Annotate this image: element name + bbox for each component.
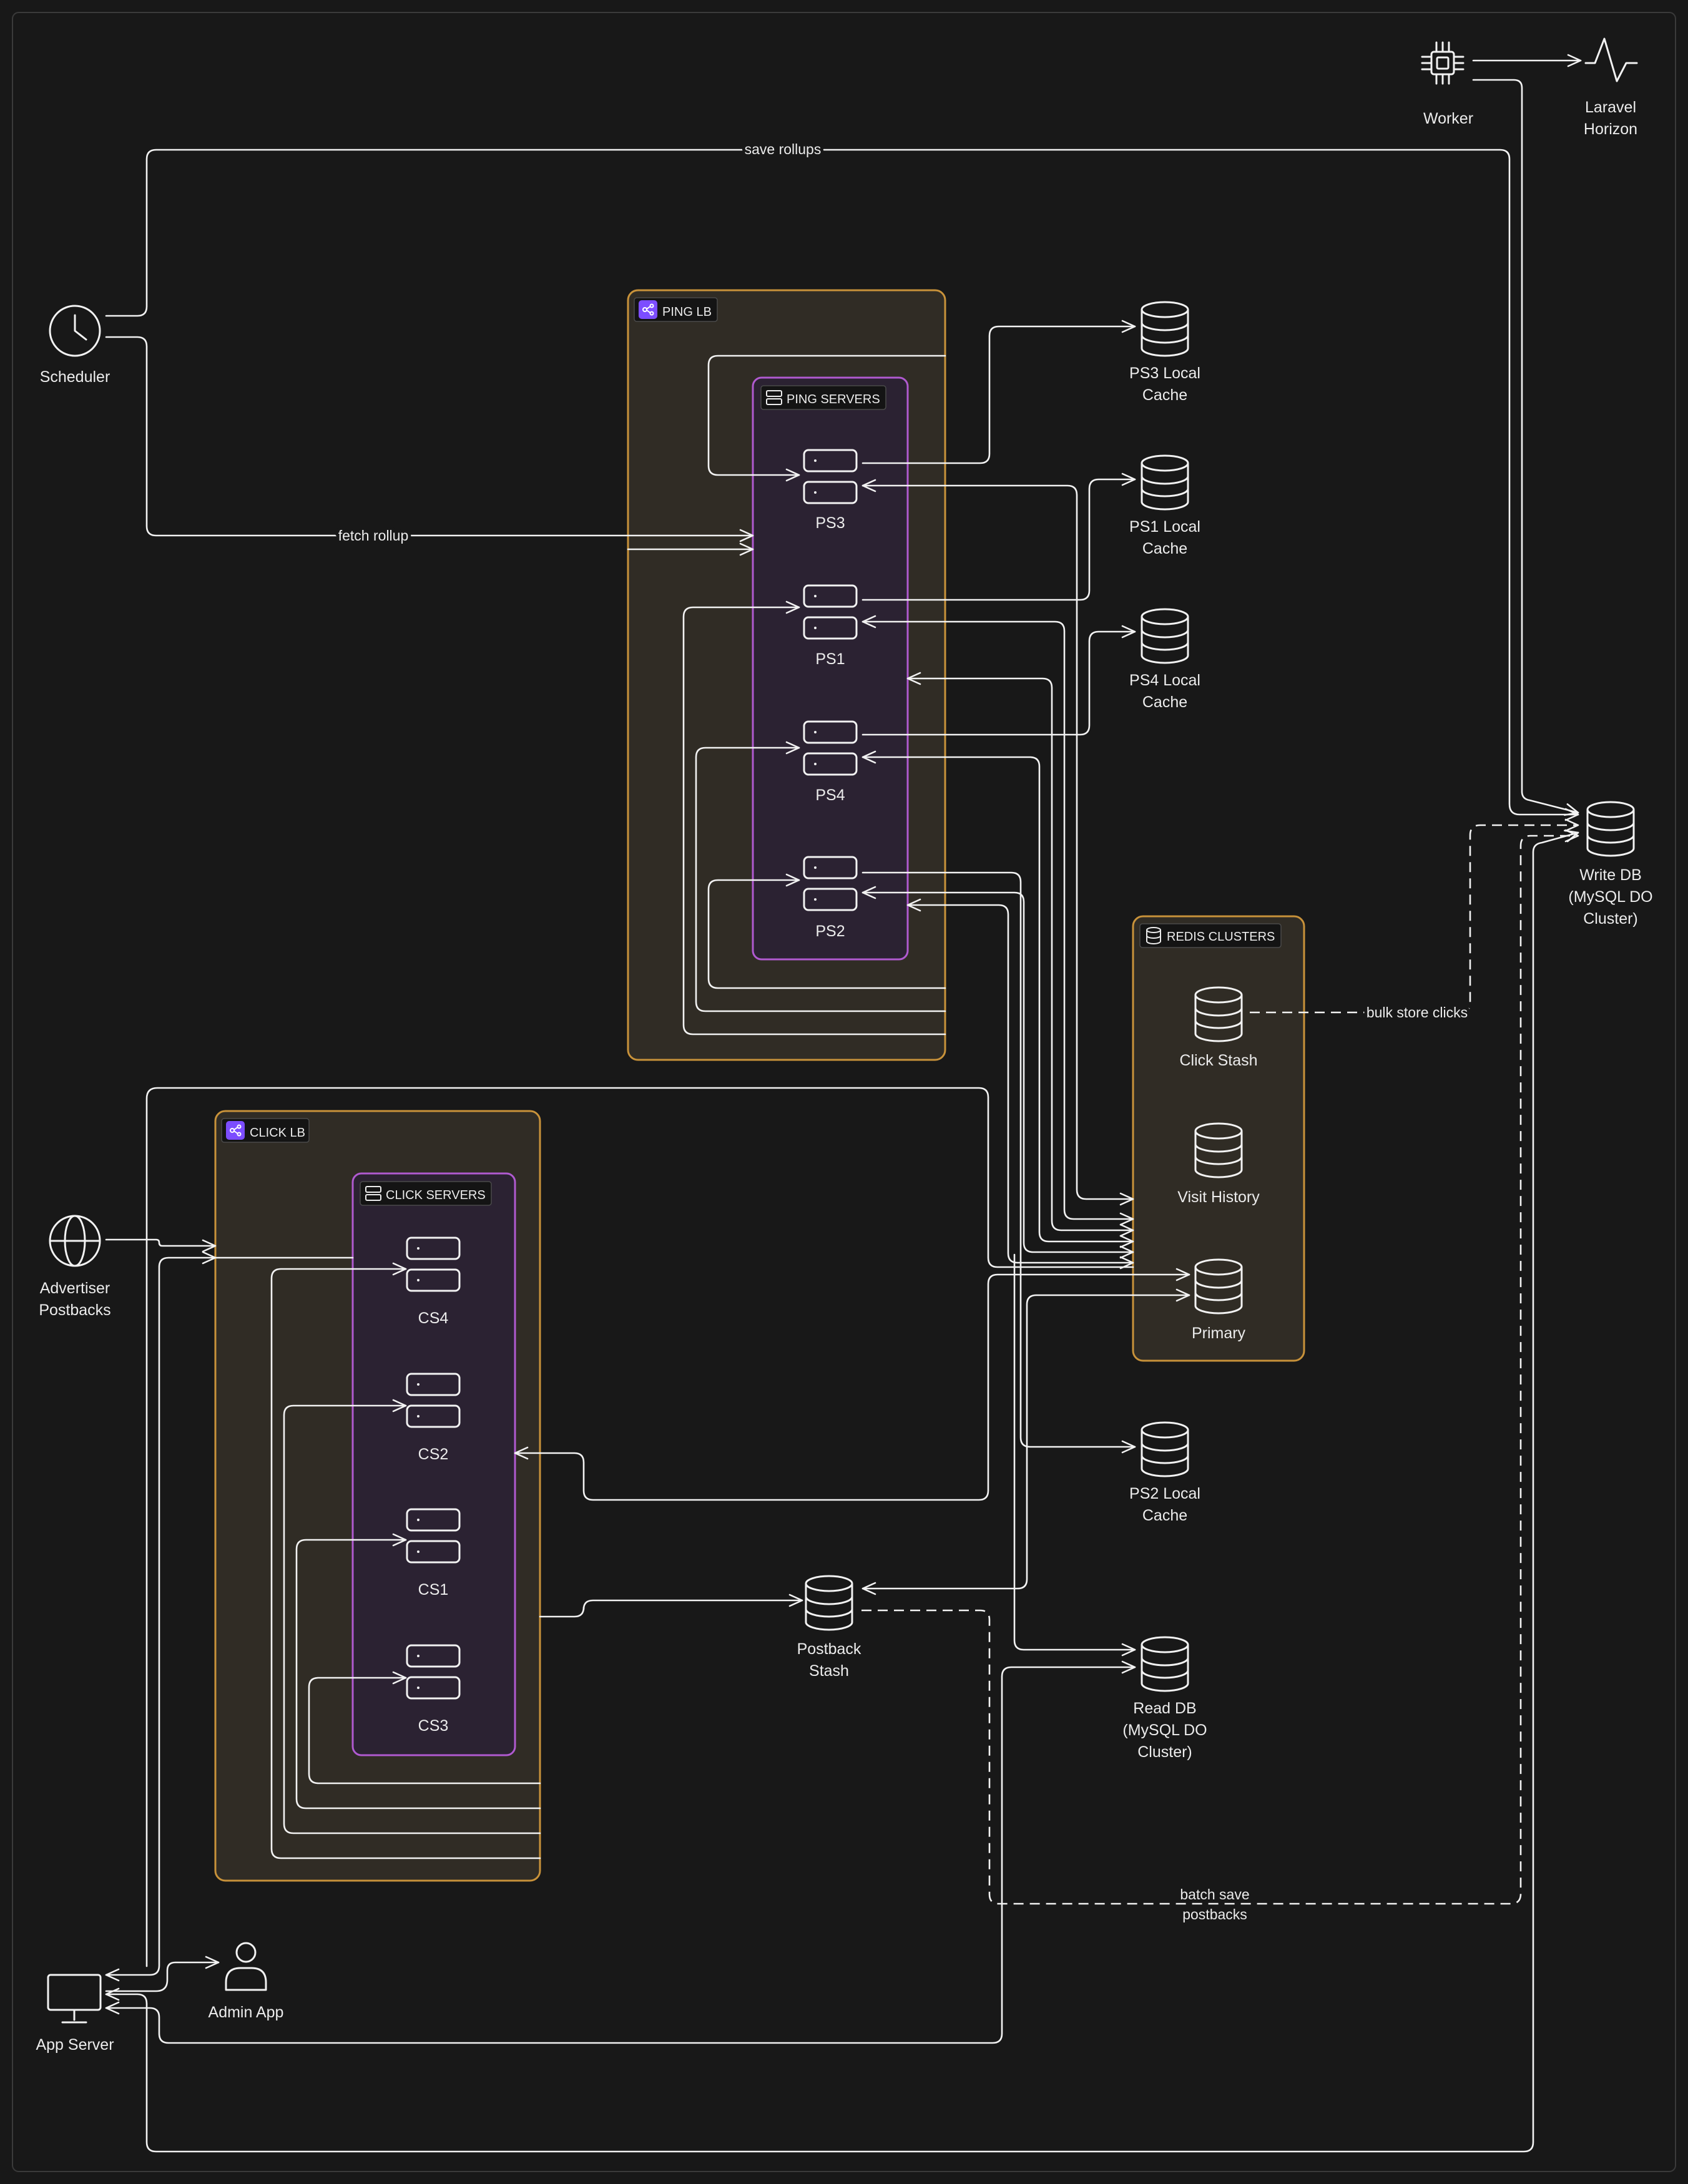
user-icon (225, 1942, 267, 1991)
ps3-cache-label-2: Cache (1142, 386, 1187, 404)
worker-node[interactable]: Worker (1421, 41, 1473, 127)
write-db-node[interactable]: Write DB (MySQL DO Cluster) (1568, 801, 1653, 928)
ps4-label: PS4 (815, 786, 845, 804)
load-balancer-icon (225, 1120, 245, 1140)
scheduler-label: Scheduler (40, 368, 110, 386)
ps2-node[interactable]: PS2 (803, 856, 858, 940)
write-db-label-2: (MySQL DO (1568, 888, 1652, 906)
cpu-icon (1421, 41, 1465, 85)
ps1-cache-label-1: PS1 Local (1129, 518, 1200, 536)
cs1-node[interactable]: CS1 (406, 1508, 461, 1599)
primary-node[interactable]: Primary (1192, 1258, 1246, 1342)
database-icon (805, 1575, 853, 1631)
cs2-node[interactable]: CS2 (406, 1373, 461, 1463)
ps3-cache-node[interactable]: PS3 Local Cache (1129, 301, 1200, 404)
app-server-node[interactable]: App Server (36, 1974, 114, 2054)
edge-appserver-clicklb (105, 1251, 217, 1982)
click-servers-label: CLICK SERVERS (386, 1188, 486, 1202)
database-icon (1141, 608, 1189, 664)
edge-ps3-cache (861, 320, 1136, 464)
edge-worker-writedb (1472, 79, 1579, 816)
edge-label-batch-save-1: batch save (1180, 1886, 1249, 1902)
postback-stash-label-1: Postback (797, 1640, 861, 1658)
ps1-label: PS1 (815, 650, 845, 668)
ps1-cache-label-2: Cache (1142, 540, 1187, 557)
ps1-cache-node[interactable]: PS1 Local Cache (1129, 454, 1200, 557)
ping-lb-label: PING LB (662, 305, 712, 319)
edges (105, 54, 1582, 2153)
database-icon (1586, 801, 1635, 857)
click-lb-label: CLICK LB (250, 1126, 305, 1140)
edge-to-readdb (1013, 1253, 1136, 1657)
read-db-node[interactable]: Read DB (MySQL DO Cluster) (1122, 1636, 1207, 1761)
pulse-icon (1584, 37, 1638, 82)
edge-advertiser-clicklb (105, 1238, 217, 1253)
visit-history-label: Visit History (1177, 1188, 1260, 1206)
admin-app-node[interactable]: Admin App (209, 1942, 284, 2021)
ps2-cache-label-2: Cache (1142, 1507, 1187, 1524)
advertiser-label-2: Postbacks (39, 1301, 110, 1319)
click-stash-node[interactable]: Click Stash (1179, 986, 1258, 1069)
cs4-node[interactable]: CS4 (406, 1236, 461, 1327)
postback-stash-node[interactable]: Postback Stash (797, 1575, 861, 1680)
clock-icon (49, 305, 101, 357)
read-db-label-3: Cluster) (1137, 1743, 1192, 1761)
advertiser-label-1: Advertiser (40, 1280, 110, 1297)
worker-label: Worker (1423, 110, 1473, 127)
visit-history-node[interactable]: Visit History (1177, 1122, 1260, 1206)
edge-label-save-rollups: save rollups (745, 141, 822, 157)
redis-clusters-label: REDIS CLUSTERS (1167, 930, 1275, 944)
globe-icon (49, 1215, 101, 1267)
click-servers-group[interactable]: CLICK SERVERS (351, 1172, 516, 1756)
cs3-label: CS3 (418, 1717, 449, 1735)
edge-label-bulk-store-clicks: bulk store clicks (1367, 1004, 1468, 1021)
advertiser-postbacks-node[interactable]: Advertiser Postbacks (39, 1215, 111, 1319)
ps4-cache-node[interactable]: PS4 Local Cache (1129, 608, 1200, 711)
app-server-label: App Server (36, 2036, 114, 2054)
edge-appserver-adminapp (105, 1956, 220, 1992)
edge-clickservers-postbackstash (539, 1594, 803, 1618)
primary-label: Primary (1192, 1325, 1246, 1342)
postback-stash-label-2: Stash (809, 1662, 849, 1680)
ps4-cache-label-1: PS4 Local (1129, 672, 1200, 689)
scheduler-node[interactable]: Scheduler (40, 305, 110, 386)
ps4-cache-label-2: Cache (1142, 693, 1187, 711)
ps2-cache-label-1: PS2 Local (1129, 1485, 1200, 1502)
ps4-node[interactable]: PS4 (803, 720, 858, 804)
write-db-label-1: Write DB (1579, 866, 1642, 884)
cs3-node[interactable]: CS3 (406, 1644, 461, 1735)
read-db-label-2: (MySQL DO (1122, 1721, 1207, 1739)
monitor-icon (47, 1974, 102, 2024)
database-icon (1141, 301, 1189, 357)
edge-save-rollups (105, 149, 1579, 821)
edge-appserver-writedb (105, 830, 1579, 2153)
database-icon (1141, 1636, 1189, 1692)
edge-clickservers-primary (514, 1268, 1190, 1501)
ps3-label: PS3 (815, 514, 845, 532)
horizon-label-1: Laravel (1585, 99, 1636, 116)
horizon-node[interactable]: Laravel Horizon (1584, 37, 1638, 138)
write-db-label-3: Cluster) (1583, 910, 1638, 928)
cs4-label: CS4 (418, 1310, 449, 1327)
canvas-frame (12, 12, 1676, 2172)
read-db-label-1: Read DB (1133, 1700, 1196, 1717)
database-icon (1141, 1421, 1189, 1477)
ps3-node[interactable]: PS3 (803, 449, 858, 532)
ps1-node[interactable]: PS1 (803, 584, 858, 668)
ping-servers-label: PING SERVERS (787, 393, 880, 406)
horizon-label-2: Horizon (1584, 120, 1637, 138)
ps3-cache-label-1: PS3 Local (1129, 365, 1200, 382)
load-balancer-icon (638, 300, 658, 320)
cs2-label: CS2 (418, 1446, 449, 1463)
ps2-cache-node[interactable]: PS2 Local Cache (1129, 1421, 1200, 1524)
admin-app-label: Admin App (209, 2004, 284, 2021)
ps2-label: PS2 (815, 923, 845, 940)
cs1-label: CS1 (418, 1581, 449, 1599)
click-stash-label: Click Stash (1179, 1052, 1257, 1069)
edge-label-fetch-rollup: fetch rollup (338, 527, 409, 544)
edge-fetch-rollup (105, 336, 754, 542)
database-icon (1141, 454, 1189, 511)
edge-label-batch-save-2: postbacks (1182, 1906, 1247, 1922)
